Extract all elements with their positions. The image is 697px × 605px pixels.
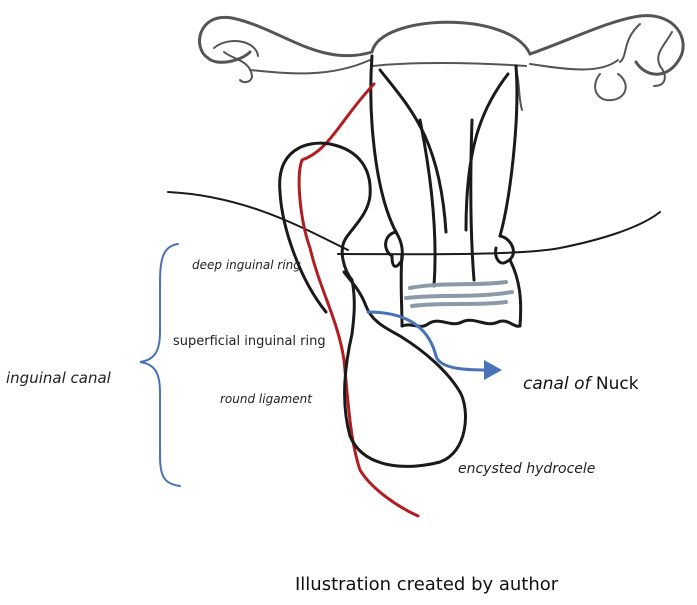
deep-inguinal-ring-label: deep inguinal ring — [192, 258, 301, 272]
canal-of-nuck-prefix: canal of — [523, 374, 591, 394]
uterine-body — [369, 54, 523, 328]
inguinal-canal-label: inguinal canal — [6, 369, 111, 387]
round-ligament-line — [297, 82, 420, 518]
hydrocele-sac — [278, 141, 467, 468]
superficial-inguinal-ring-label: superficial inguinal ring — [173, 334, 326, 349]
inguinal-canal-brace — [139, 243, 181, 487]
round-ligament-label: round ligament — [220, 392, 312, 406]
canal-of-nuck-label: canal of Nuck — [523, 376, 639, 393]
illustration-credit: Illustration created by author — [295, 574, 559, 595]
uterus-and-tubes — [198, 14, 685, 111]
canal-of-nuck-suffix: Nuck — [595, 374, 639, 394]
encysted-hydrocele-label: encysted hydrocele — [458, 461, 596, 477]
vaginal-hatching — [404, 280, 514, 308]
canal-of-nuck-arrow — [366, 310, 502, 380]
abdominal-wall — [167, 191, 661, 256]
